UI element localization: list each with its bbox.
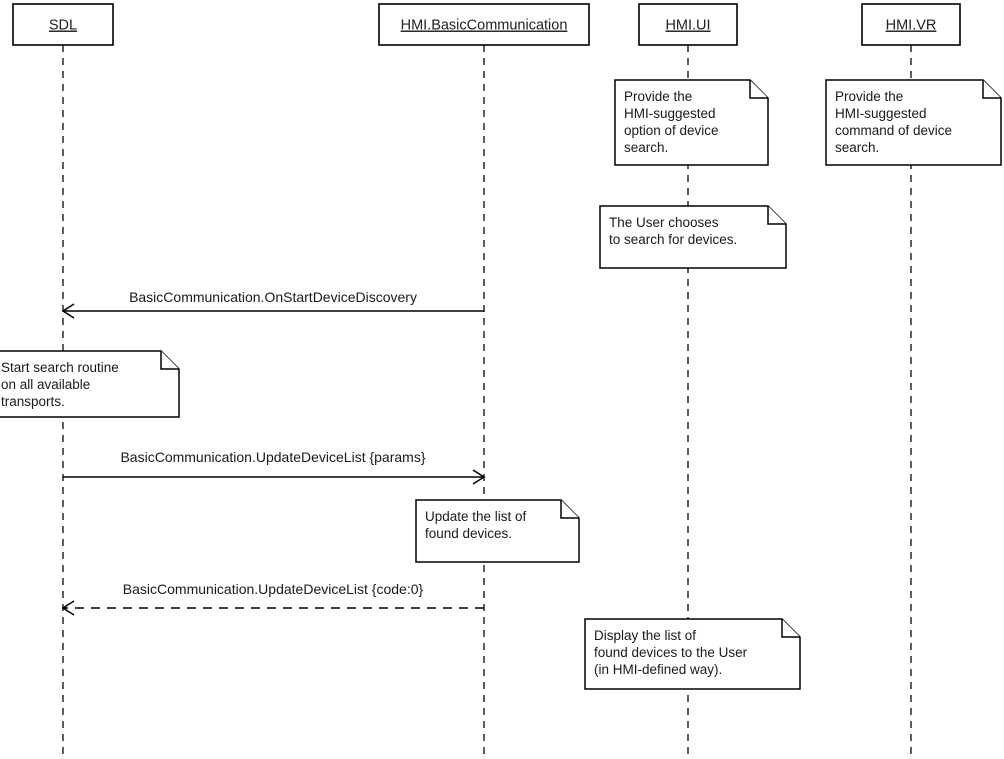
note-start-search-routine-line: transports. [1,394,65,409]
note-update-found-devices-line: found devices. [425,526,512,541]
note-start-search-routine-line: on all available [1,377,90,392]
note-ui-provide-option-line: HMI-suggested [624,106,716,121]
note-start-search-routine-line: Start search routine [1,360,119,375]
note-display-found-devices-line: (in HMI-defined way). [594,662,722,677]
note-ui-provide-option-line: Provide the [624,89,692,104]
note-vr-provide-command-fold-icon [982,80,1001,99]
msg-onstartdevicediscovery-arrowhead-icon [61,303,75,319]
participant-label-hmi-vr: HMI.VR [886,18,937,34]
note-ui-provide-option-body [614,79,769,166]
note-user-chooses-search-body [599,205,787,269]
msg-updatedevicelist-params[interactable]: BasicCommunication.UpdateDeviceList {par… [63,449,486,485]
note-vr-provide-command-line: command of device [835,123,952,138]
note-display-found-devices-line: Display the list of [594,628,696,643]
participant-hmi-vr[interactable]: HMI.VR [861,3,961,46]
note-display-found-devices-body [584,618,801,690]
note-start-search-routine-fold-icon [160,351,179,370]
participant-box-hmi-ui [638,3,738,46]
participants-layer: SDL HMI.BasicCommunication HMI.UI HMI.VR [12,3,961,46]
messages-layer: BasicCommunication.OnStartDeviceDiscover… [61,289,486,616]
participant-box-hmi-basiccommunication [378,3,590,46]
note-ui-provide-option-fold-icon [749,80,768,99]
msg-updatedevicelist-code0-label: BasicCommunication.UpdateDeviceList {cod… [123,581,424,597]
participant-box-sdl [12,3,114,46]
participant-sdl[interactable]: SDL [12,3,114,46]
msg-onstartdevicediscovery[interactable]: BasicCommunication.OnStartDeviceDiscover… [61,289,484,319]
note-start-search-routine: Start search routine on all available tran… [0,350,180,418]
note-ui-provide-option-line: search. [624,140,668,155]
note-display-found-devices-fold-icon [781,619,800,638]
note-user-chooses-search-line: to search for devices. [609,232,737,247]
participant-label-hmi-ui: HMI.UI [665,18,710,34]
participant-hmi-basiccommunication[interactable]: HMI.BasicCommunication [378,3,590,46]
msg-updatedevicelist-code0-arrowhead-icon [61,600,75,616]
msg-updatedevicelist-params-label: BasicCommunication.UpdateDeviceList {par… [120,449,425,465]
msg-updatedevicelist-params-arrowhead-icon [472,469,486,485]
note-update-found-devices: Update the list of found devices. [415,499,580,563]
note-update-found-devices-fold-icon [560,500,579,519]
msg-updatedevicelist-code0[interactable]: BasicCommunication.UpdateDeviceList {cod… [61,581,484,616]
note-ui-provide-option-line: option of device [624,123,719,138]
note-update-found-devices-line: Update the list of [425,509,527,524]
participant-box-hmi-vr [861,3,961,46]
note-display-found-devices-line: found devices to the User [594,645,748,660]
note-vr-provide-command-line: Provide the [835,89,903,104]
note-update-found-devices-body [415,499,580,563]
note-user-chooses-search-line: The User chooses [609,215,719,230]
note-user-chooses-search: The User chooses to search for devices. [599,205,787,269]
participant-label-sdl: SDL [49,18,77,34]
note-user-chooses-search-fold-icon [767,206,786,225]
msg-onstartdevicediscovery-label: BasicCommunication.OnStartDeviceDiscover… [129,289,417,305]
participant-hmi-ui[interactable]: HMI.UI [638,3,738,46]
note-vr-provide-command-line: HMI-suggested [835,106,927,121]
note-vr-provide-command-body [825,79,1002,166]
note-vr-provide-command-line: search. [835,140,879,155]
note-start-search-routine-body [0,350,180,418]
participant-label-hmi-basiccommunication: HMI.BasicCommunication [401,18,568,34]
note-display-found-devices: Display the list of found devices to the … [584,618,801,690]
